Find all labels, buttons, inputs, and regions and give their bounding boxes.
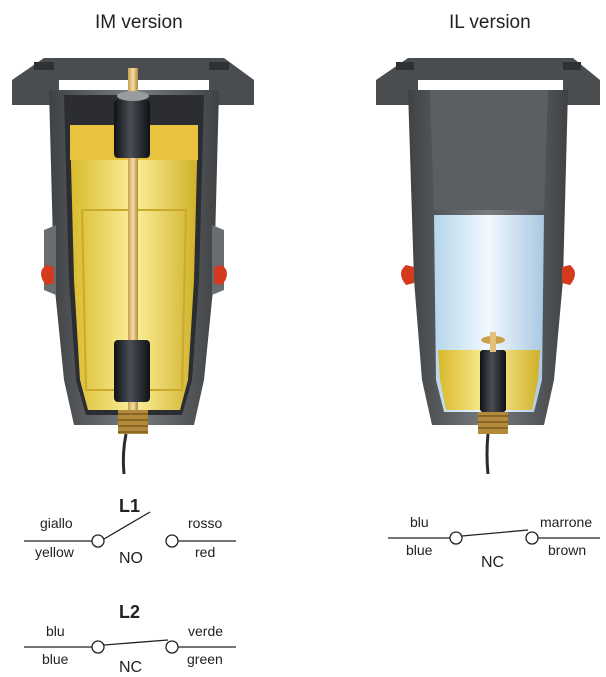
il-version-title: IL version <box>449 12 531 33</box>
switch-l2-type: NC <box>119 659 143 676</box>
switch-l2-symbol <box>24 639 236 654</box>
wire-label-blu: blu <box>46 623 65 639</box>
wire-label-red: red <box>195 544 216 560</box>
wire-label-green: green <box>187 651 223 667</box>
switch-l1-symbol <box>24 511 236 548</box>
wire-label-marrone: marrone <box>540 514 593 530</box>
switch-l2-name: L2 <box>119 602 141 622</box>
switch-il-type: NC <box>481 554 505 571</box>
flange <box>12 58 254 105</box>
wire-label-rosso: rosso <box>188 515 223 531</box>
switch-l1-type: NO <box>119 550 143 567</box>
wire-label-giallo: giallo <box>40 515 73 531</box>
switch-diagram-l2: L2 blu blue verde green NC <box>20 598 242 676</box>
wire-label-brown: brown <box>548 542 587 558</box>
wire-label-yellow: yellow <box>35 544 74 560</box>
im-version-title: IM version <box>95 12 183 33</box>
im-version-cutaway <box>12 58 254 475</box>
wire-label-blue: blue <box>42 651 69 667</box>
switch-il-symbol <box>388 529 600 545</box>
switch-diagram-l1: L1 giallo yellow rosso red NO <box>20 492 242 574</box>
wire-label-verde: verde <box>188 623 224 639</box>
wire-label-blu-il: blu <box>410 514 429 530</box>
switch-diagram-il: blu blue marrone brown NC <box>384 492 606 578</box>
il-version-cutaway <box>376 58 600 475</box>
wire-label-blue-il: blue <box>406 542 433 558</box>
switch-l1-name: L1 <box>119 496 141 516</box>
